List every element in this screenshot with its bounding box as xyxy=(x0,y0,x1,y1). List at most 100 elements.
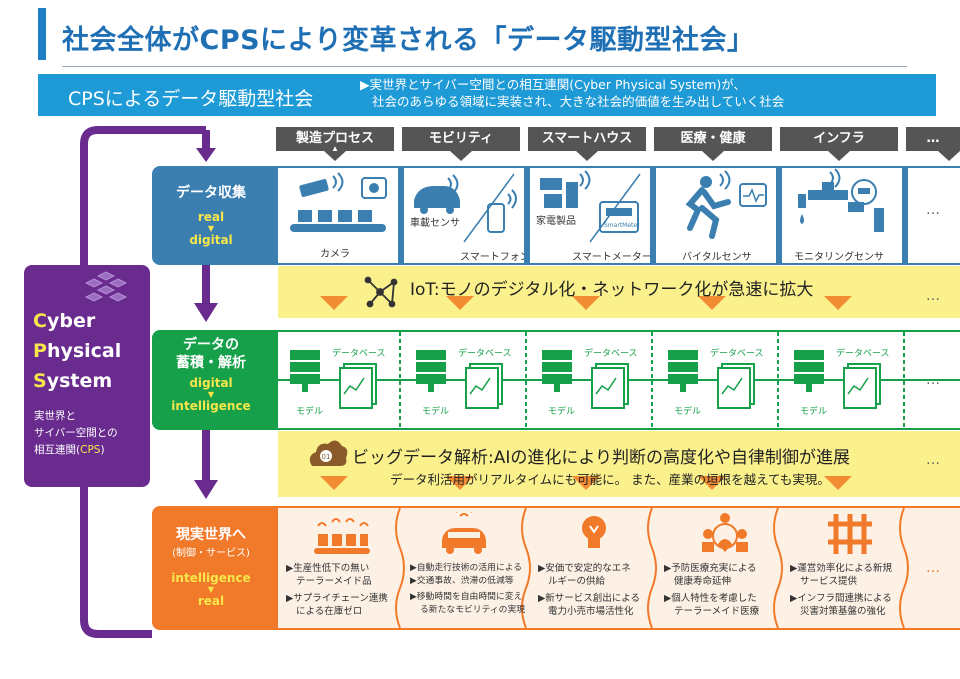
service-item: ▶個人特性を考慮した xyxy=(664,593,757,604)
real-to: real xyxy=(197,594,225,608)
more-ellipsis: … xyxy=(926,452,940,468)
collect-from: real xyxy=(197,210,225,224)
sensor-cell-manufacturing: カメラ xyxy=(278,168,398,263)
db-cell: データベース モデル xyxy=(660,334,776,426)
network-node-icon xyxy=(364,276,398,308)
factory-icon xyxy=(314,518,370,554)
orange-arrow-icon xyxy=(698,296,726,310)
service-item: ▶新サービス創出による xyxy=(538,593,641,604)
cps-line-system: System xyxy=(33,366,121,396)
iot-text: IoT:モノのデジタル化・ネットワーク化が急速に拡大 xyxy=(410,280,814,300)
service-list-manufacturing: ▶生産性低下の無い テーラーメイド品 ▶サプライチェーン連携 による在庫ゼロ xyxy=(286,562,388,618)
collect-title: データ収集 xyxy=(176,185,246,201)
real-from: intelligence xyxy=(171,571,251,585)
service-item: 健康寿命延伸 xyxy=(674,576,732,587)
database-server-icon xyxy=(290,350,377,409)
db-cell: データベース モデル xyxy=(786,334,902,426)
cps-word-cyber: yber xyxy=(46,310,96,332)
category-mobility: モビリティ xyxy=(402,127,520,151)
service-list-mobility: ▶自動走行技術の活用による ▶交通事故、渋滞の低減等 ▶移動時間を自由時間に変え… xyxy=(410,562,525,616)
database-server-icon xyxy=(794,350,881,409)
service-item: ▶安価で安定的なエネ xyxy=(538,563,631,574)
banner-title: CPSによるデータ駆動型社会 xyxy=(68,88,314,110)
medical-care-icon xyxy=(702,513,748,552)
analyze-from: digital xyxy=(189,376,233,390)
sensor-cell-infrastructure: モニタリングセンサ xyxy=(782,168,902,263)
cps-initial-p: P xyxy=(33,340,47,362)
more-ellipsis: … xyxy=(926,372,940,388)
title-divider xyxy=(62,66,907,67)
real-label: 現実世界へ (制御・サービス) intelligence ▼ real xyxy=(152,524,270,608)
network-icon xyxy=(84,271,128,302)
real-cells-area xyxy=(278,508,960,628)
monitoring-sensor-label: モニタリングセンサ xyxy=(794,252,884,263)
camera-icon xyxy=(290,172,387,232)
service-item: テーラーメイド品 xyxy=(296,576,372,587)
database-label: データベース xyxy=(332,349,386,359)
cps-word-physical: hysical xyxy=(46,340,122,362)
orange-arrow-icon xyxy=(446,296,474,310)
page-title: 社会全体がCPSにより変革される「データ駆動型社会」 xyxy=(62,25,755,56)
sensor-cell-more: … xyxy=(908,168,960,263)
database-server-icon xyxy=(416,350,503,409)
database-label: データベース xyxy=(836,349,890,359)
orange-arrow-icon xyxy=(320,476,348,490)
db-cell: データベース モデル xyxy=(534,334,650,426)
analyze-label: データの 蓄積・解析 digital ▼ intelligence xyxy=(152,336,270,413)
down-arrow-icon xyxy=(196,148,216,162)
collect-label: データ収集 real ▼ digital xyxy=(152,182,270,247)
cps-description: 実世界と サイバー空間との 相互連関(CPS) xyxy=(34,408,118,459)
smartmeter-label: スマートメーター xyxy=(572,252,650,263)
sensor-cell-mobility: 車載センサ スマートフォン xyxy=(404,168,524,263)
cps-panel xyxy=(24,265,150,487)
cps-desc-line1: 実世界と xyxy=(34,410,76,422)
service-item: による在庫ゼロ xyxy=(296,606,363,617)
vital-sensor-label: バイタルセンサ xyxy=(682,252,752,263)
model-label: モデル xyxy=(296,407,324,417)
service-item: ▶自動走行技術の活用による xyxy=(410,563,523,573)
camera-label: カメラ xyxy=(320,249,350,260)
svg-text:01: 01 xyxy=(322,453,331,461)
cps-desc-line2: サイバー空間との xyxy=(34,427,118,439)
service-item: ▶運営効率化による新規 xyxy=(790,563,893,574)
db-cell: データベース モデル xyxy=(408,334,524,426)
model-label: モデル xyxy=(422,407,450,417)
service-item: ルギーの供給 xyxy=(548,576,606,587)
category-healthcare: 医療・健康 xyxy=(654,127,772,151)
category-infrastructure: インフラ xyxy=(780,127,898,151)
service-item: 電力小売市場活性化 xyxy=(548,606,634,617)
appliance-icon xyxy=(540,170,641,243)
real-title-line2: (制御・サービス) xyxy=(172,548,250,559)
model-label: モデル xyxy=(548,407,576,417)
vital-sensor-icon xyxy=(685,170,767,239)
analyze-title-line1: データの xyxy=(183,337,239,353)
service-item: ▶交通事故、渋滞の低減等 xyxy=(410,575,514,586)
service-item: 災害対策基盤の強化 xyxy=(800,606,886,617)
cps-desc-abbrev: CPS xyxy=(80,444,101,456)
service-list-infrastructure: ▶運営効率化による新規 サービス提供 ▶インフラ間連携による 災害対策基盤の強化 xyxy=(790,562,892,618)
service-item: ▶予防医療充実による xyxy=(664,563,757,574)
bigdata-cloud-icon: 01 xyxy=(309,440,348,466)
category-pointers xyxy=(324,151,960,161)
cps-title: Cyber Physical System xyxy=(33,306,121,396)
service-item: る新たなモビリティの実現 xyxy=(420,604,526,615)
down-arrow-icon xyxy=(194,303,218,322)
cps-line-physical: Physical xyxy=(33,336,121,366)
more-ellipsis: … xyxy=(926,202,940,218)
service-list-smarthouse: ▶安価で安定的なエネ ルギーの供給 ▶新サービス創出による 電力小売市場活性化 xyxy=(538,562,640,618)
monitoring-sensor-icon xyxy=(798,168,884,232)
sensor-cell-healthcare: バイタルセンサ xyxy=(656,168,776,263)
orange-arrow-icon xyxy=(320,296,348,310)
cps-desc-pre: 相互連関( xyxy=(34,444,81,456)
service-item: サービス提供 xyxy=(800,576,858,587)
smartphone-label: スマートフォン xyxy=(460,252,524,263)
database-label: データベース xyxy=(584,349,638,359)
real-cell-dividers xyxy=(395,508,909,628)
db-cell: データベース モデル xyxy=(282,334,398,426)
service-item: ▶インフラ間連携による xyxy=(790,593,892,604)
collect-arrow: ▼ xyxy=(207,224,215,233)
lightbulb-icon xyxy=(582,516,606,548)
category-more: … xyxy=(906,127,960,151)
database-label: データベース xyxy=(710,349,764,359)
infrastructure-grid-icon xyxy=(828,514,872,554)
